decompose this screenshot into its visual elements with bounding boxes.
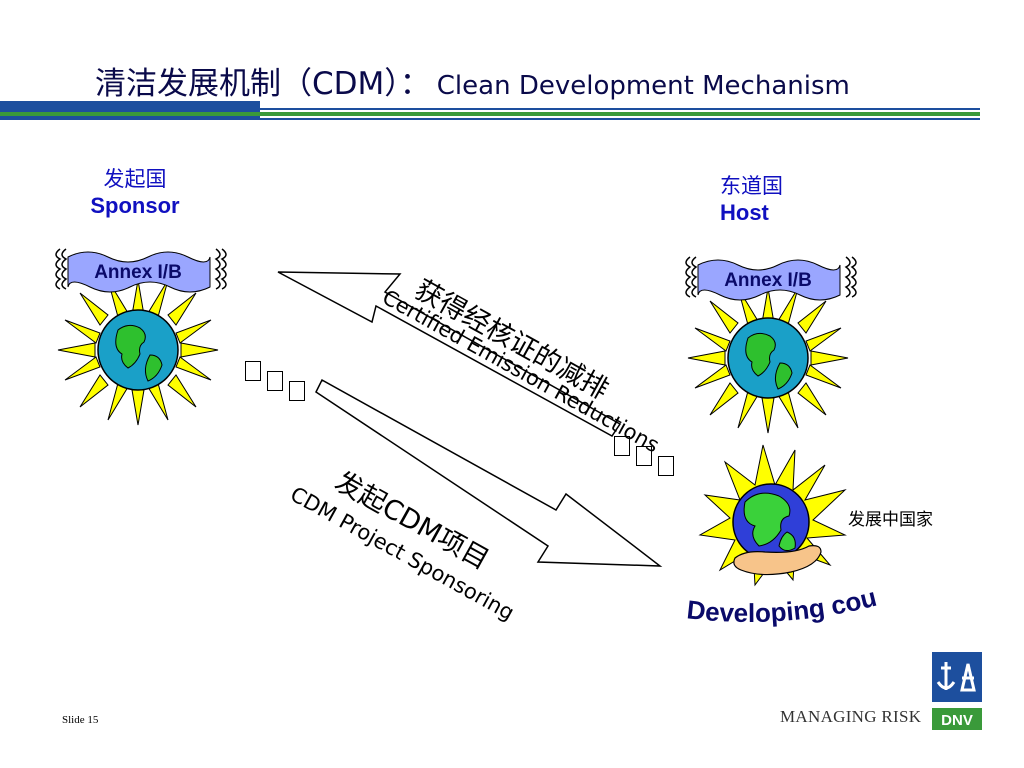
footer-tagline: MANAGING RISK	[780, 707, 922, 726]
host-sun-globe-icon: Annex I/B	[685, 256, 857, 434]
banner-flourish-left	[55, 248, 68, 290]
slide-number: Slide 15	[62, 714, 99, 726]
placeholder-glyph	[267, 371, 283, 391]
dnv-logo-icon: DNV	[932, 652, 982, 730]
developing-cn: 发展中国家	[848, 510, 933, 530]
sun-rays	[57, 279, 219, 426]
arrow-lower	[315, 378, 663, 567]
title-en: Clean Development Mechanism	[436, 71, 850, 101]
title-cn: 清洁发展机制（	[95, 66, 312, 102]
host-en: Host	[720, 200, 769, 225]
sponsor-sun-globe-icon: Annex I/B	[55, 248, 227, 426]
page-title: 清洁发展机制（CDM）：Clean Development Mechanism	[95, 58, 850, 103]
host-cn: 东道国	[720, 174, 783, 198]
banner-flourish-right	[214, 248, 227, 290]
placeholder-glyph	[636, 446, 652, 466]
header-band-lines	[0, 108, 980, 120]
title-cn-close: ）：	[384, 66, 431, 102]
developing-en-banner: Developing countries	[680, 588, 880, 628]
sponsor-badge: Annex I/B	[94, 262, 182, 283]
placeholder-glyph	[289, 381, 305, 401]
host-badge: Annex I/B	[724, 270, 812, 291]
host-label: 东道国 Host	[720, 170, 810, 226]
logo-text: DNV	[941, 712, 973, 729]
sponsor-en: Sponsor	[90, 193, 180, 218]
arrow-upper	[277, 271, 622, 437]
sponsor-cn: 发起国	[103, 167, 167, 191]
placeholder-glyph	[658, 456, 674, 476]
sponsor-label: 发起国 Sponsor	[70, 163, 200, 219]
placeholder-glyph	[245, 361, 261, 381]
placeholder-glyph	[614, 436, 630, 456]
developing-globe-hand-icon	[698, 444, 847, 587]
title-cdm: CDM	[312, 66, 385, 102]
